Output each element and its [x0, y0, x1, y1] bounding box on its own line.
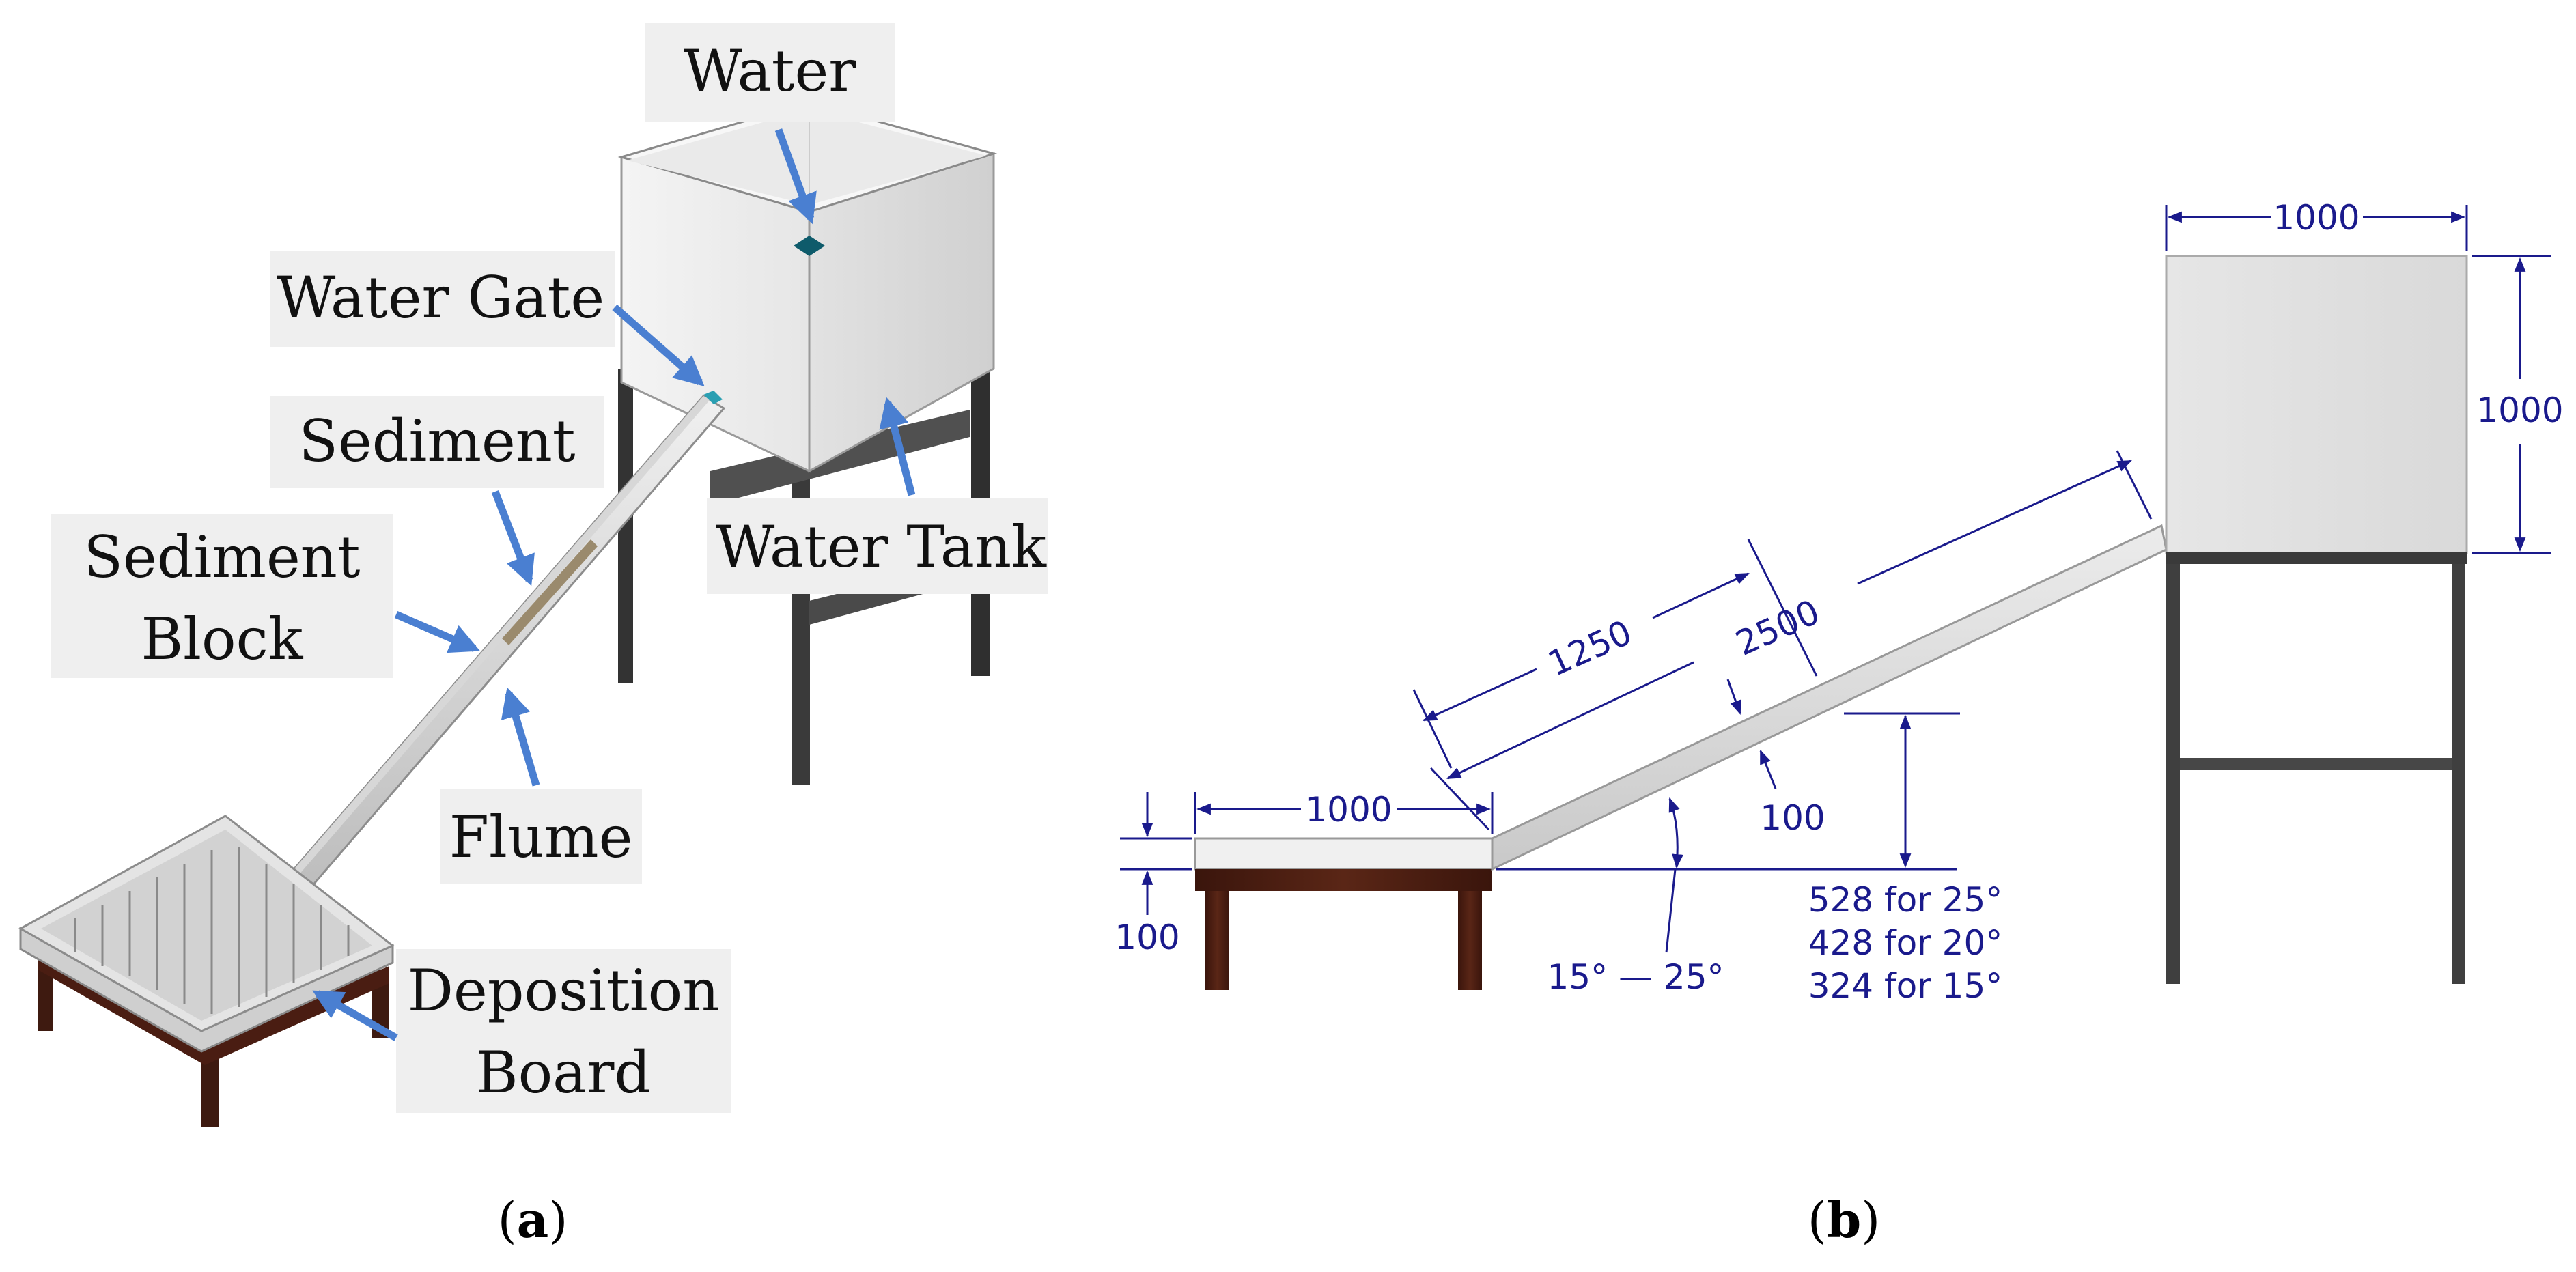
dim-height-20: 428 for 20° — [1808, 923, 2003, 963]
dimension-labels: 1000 1000 2500 1250 100 1000 100 15° — 2… — [1115, 198, 2563, 1006]
callout-deposition-board: Deposition Board — [396, 949, 731, 1113]
sediment-strip — [502, 539, 598, 645]
arrow-water — [774, 128, 817, 225]
arrow-flume — [501, 687, 540, 787]
side-water-tank — [2165, 255, 2468, 984]
panel-b-label: (b) — [1808, 1191, 1881, 1249]
dim-flume-half-length: 1250 — [1542, 612, 1638, 684]
dim-flume-width: 100 — [1760, 798, 1825, 838]
svg-text:Sediment: Sediment — [298, 408, 575, 475]
water-gate-mark — [703, 391, 723, 404]
arrow-sediment-block — [394, 610, 481, 653]
panel-a: Water Water Gate Sediment Sediment Block… — [18, 23, 1048, 1249]
dim-board-thickness: 100 — [1115, 918, 1179, 957]
svg-text:Water: Water — [684, 38, 857, 104]
dim-flume-length: 2500 — [1730, 592, 1825, 664]
side-flume — [1491, 524, 2168, 871]
side-deposition-table — [1194, 837, 1494, 990]
deposition-grid — [74, 847, 350, 1014]
callout-flume: Flume — [440, 789, 642, 884]
panel-b: 1000 1000 2500 1250 100 1000 100 15° — 2… — [1115, 198, 2563, 1249]
water-inlet — [794, 236, 825, 256]
arrow-water-gate — [612, 304, 705, 386]
svg-text:Water Tank: Water Tank — [716, 513, 1047, 580]
callout-sediment: Sediment — [270, 396, 604, 488]
callout-sediment-block: Sediment Block — [51, 514, 393, 678]
svg-text:Deposition: Deposition — [408, 957, 720, 1024]
dim-tank-height: 1000 — [2476, 391, 2563, 430]
svg-text:Board: Board — [476, 1039, 651, 1106]
dim-height-15: 324 for 15° — [1808, 966, 2003, 1006]
dimension-lines — [1120, 205, 2551, 953]
dim-height-25: 528 for 25° — [1808, 880, 2003, 920]
dim-board-width: 1000 — [1305, 790, 1392, 830]
arrow-water-tank — [879, 397, 916, 496]
deposition-board — [18, 815, 395, 1127]
arrow-deposition-board — [312, 990, 398, 1041]
svg-text:Block: Block — [141, 606, 303, 673]
svg-text:Water Gate: Water Gate — [277, 264, 604, 331]
arrow-sediment — [491, 490, 535, 586]
water-tank — [617, 101, 998, 473]
svg-text:Sediment: Sediment — [83, 524, 360, 591]
callout-water: Water — [645, 23, 895, 122]
callout-water-gate: Water Gate — [270, 251, 615, 347]
callout-arrows — [312, 128, 916, 1041]
callout-water-tank: Water Tank — [707, 498, 1048, 594]
svg-text:Flume: Flume — [449, 804, 633, 871]
dim-slope-angle: 15° — 25° — [1547, 957, 1724, 997]
dim-tank-width: 1000 — [2273, 198, 2360, 238]
panel-a-label: (a) — [498, 1191, 568, 1249]
